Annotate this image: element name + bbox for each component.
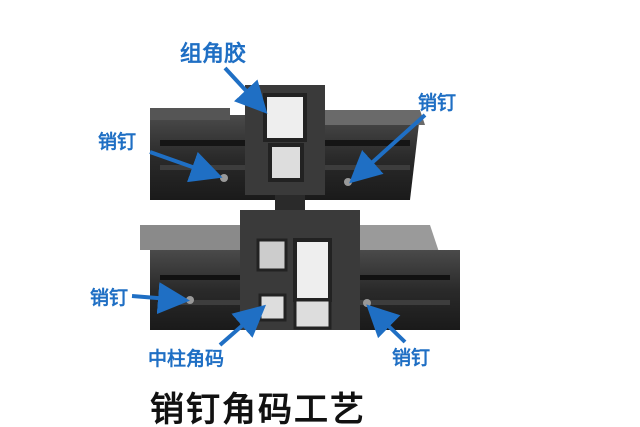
label-pin-top-left: 销钉: [98, 131, 137, 153]
label-corner-glue: 组角胶: [180, 42, 247, 67]
lower-profile: [140, 210, 460, 330]
arrow-pin-bottom-right: [366, 304, 407, 344]
arrows: [131, 66, 427, 347]
arrow-pin-bottom-left: [131, 282, 190, 315]
arrow-pin-top-right: [349, 113, 427, 184]
arrow-mullion-bracket: [218, 304, 267, 347]
label-pin-top-right: 销钉: [418, 92, 457, 114]
diagram-title: 销钉角码工艺: [150, 390, 366, 427]
label-mullion-corner-bracket: 中柱角码: [148, 348, 225, 370]
label-pin-bottom-right: 销钉: [392, 347, 431, 369]
arrow-corner-glue: [223, 66, 268, 114]
label-pin-bottom-left: 销钉: [90, 287, 129, 309]
arrow-pin-top-left: [149, 150, 223, 183]
